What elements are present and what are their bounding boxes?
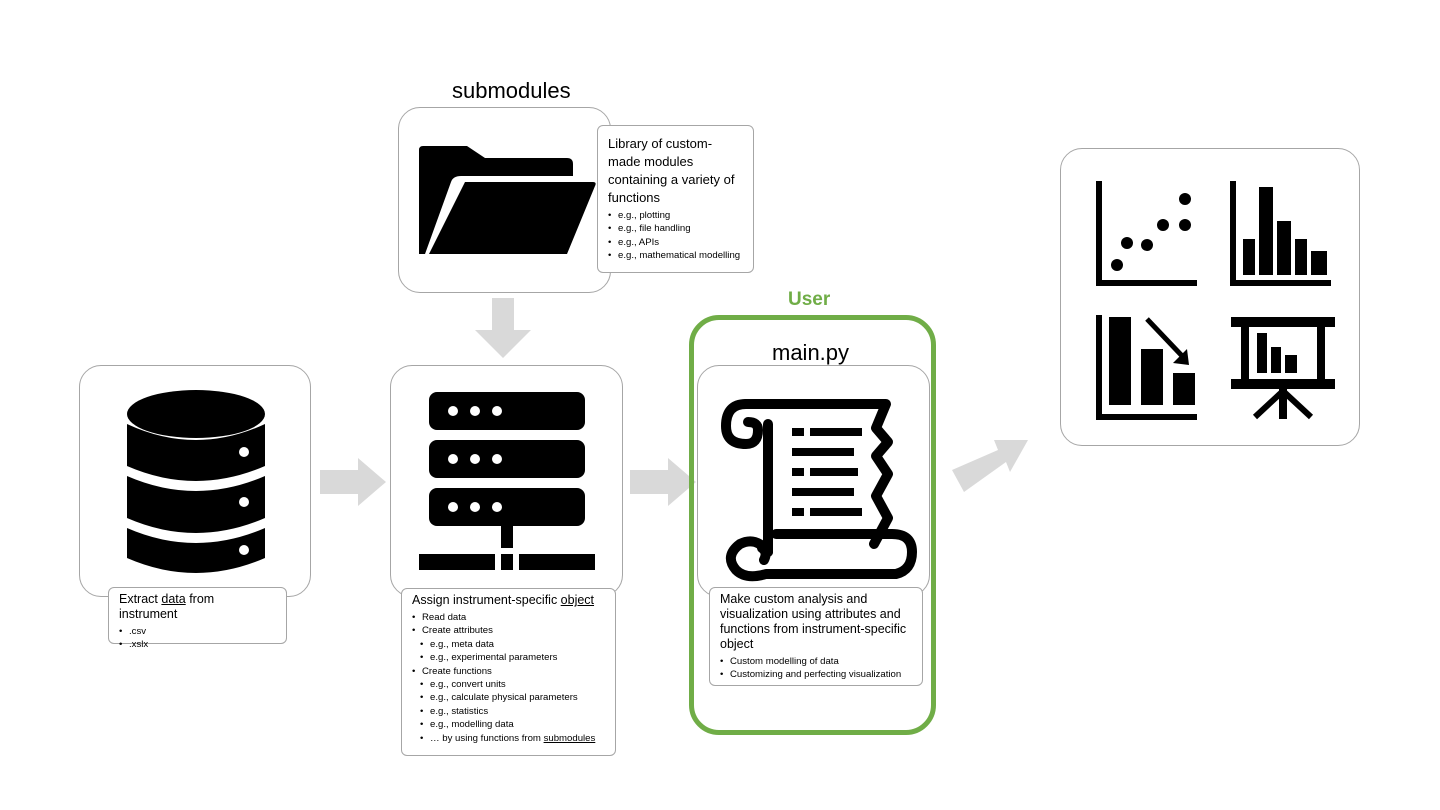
list-item: Read data bbox=[412, 611, 605, 625]
list-item: Customizing and perfecting visualization bbox=[720, 668, 912, 682]
heading-text: Assign instrument-specific bbox=[412, 593, 561, 607]
list-item: e.g., APIs bbox=[608, 236, 743, 250]
list-item-submodules: … by using functions from submodules bbox=[412, 732, 605, 746]
list-item: e.g., meta data bbox=[412, 638, 605, 652]
list-item: e.g., convert units bbox=[412, 678, 605, 692]
user-frame bbox=[689, 315, 936, 735]
submodules-description: Library of custom-made modules containin… bbox=[597, 125, 754, 273]
down-arrow-icon bbox=[475, 298, 531, 358]
database-icon bbox=[127, 390, 265, 573]
list-item: Create functions bbox=[412, 665, 605, 679]
data-source-heading: Extract data from instrument bbox=[119, 592, 276, 622]
main-py-card bbox=[697, 365, 930, 597]
submodules-card bbox=[398, 107, 611, 293]
user-label: User bbox=[788, 289, 831, 310]
output-card bbox=[1060, 148, 1360, 446]
list-item-text: … by using functions from bbox=[430, 732, 544, 744]
object-link: object bbox=[560, 593, 595, 607]
list-item: e.g., file handling bbox=[608, 222, 743, 236]
bar-chart-icon bbox=[1230, 181, 1331, 286]
main-py-heading: Make custom analysis and visualization u… bbox=[720, 592, 907, 651]
data-source-card bbox=[79, 365, 311, 597]
instrument-object-description: Assign instrument-specific object Read d… bbox=[401, 588, 616, 756]
list-item: e.g., mathematical modelling bbox=[608, 249, 743, 263]
main-py-title: main.py bbox=[772, 340, 850, 365]
list-item: Create attributes bbox=[412, 624, 605, 638]
submodules-heading: Library of custom-made modules containin… bbox=[608, 136, 735, 205]
folder-icon bbox=[419, 146, 596, 254]
server-network-icon bbox=[419, 392, 595, 570]
list-item: Custom modelling of data bbox=[720, 655, 912, 669]
heading-text: from instrument bbox=[119, 592, 215, 621]
declining-bar-chart-icon bbox=[1096, 315, 1197, 420]
heading-text: Extract bbox=[119, 592, 162, 606]
instrument-object-card bbox=[390, 365, 623, 597]
list-item: e.g., plotting bbox=[608, 209, 743, 223]
instrument-heading: Assign instrument-specific object bbox=[412, 593, 605, 608]
main-py-description: Make custom analysis and visualization u… bbox=[709, 587, 923, 686]
right-arrow-icon bbox=[320, 458, 386, 506]
diagonal-arrow-icon bbox=[952, 440, 1028, 492]
list-item: e.g., statistics bbox=[412, 705, 605, 719]
script-scroll-icon bbox=[721, 399, 917, 582]
submodules-link: submodules bbox=[543, 732, 596, 744]
list-item: e.g., calculate physical parameters bbox=[412, 691, 605, 705]
data-link: data bbox=[161, 592, 186, 606]
submodules-title: submodules bbox=[452, 78, 571, 103]
data-source-description: Extract data from instrument .csv .xslx bbox=[108, 587, 287, 652]
presentation-board-icon bbox=[1231, 317, 1335, 420]
right-arrow-icon bbox=[630, 458, 696, 506]
list-item: .xslx bbox=[119, 638, 276, 652]
scatter-plot-icon bbox=[1096, 181, 1197, 286]
list-item: e.g., modelling data bbox=[412, 718, 605, 732]
list-item: .csv bbox=[119, 625, 276, 639]
list-item: e.g., experimental parameters bbox=[412, 651, 605, 665]
